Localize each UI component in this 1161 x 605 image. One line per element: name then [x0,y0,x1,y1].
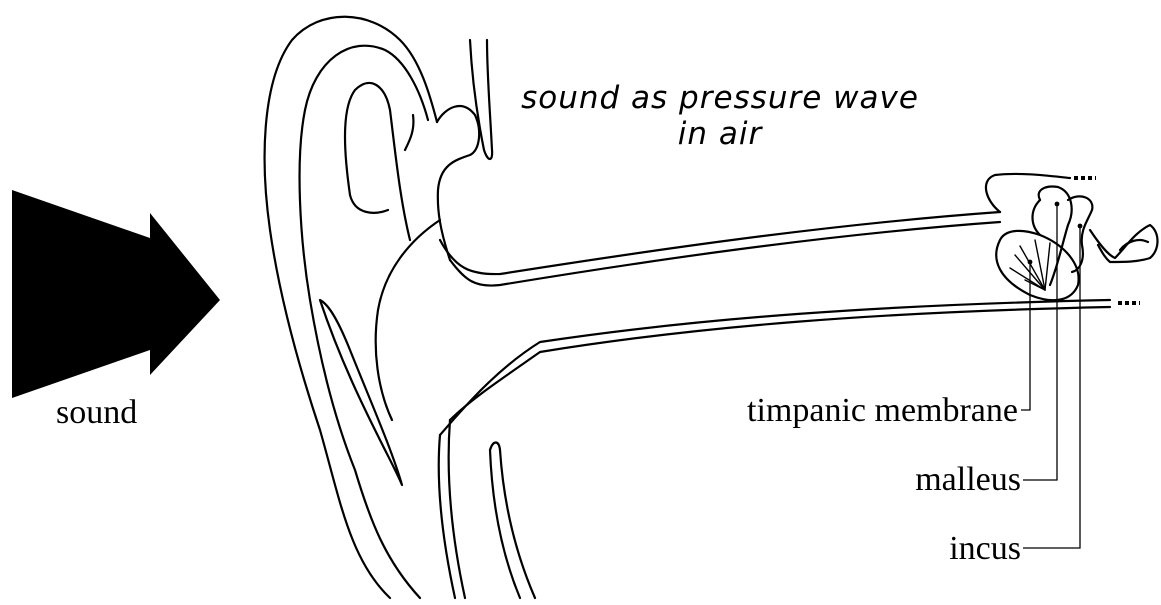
leader-lines [1021,204,1080,548]
caption-line-1: sound as pressure wave [520,80,920,116]
tympanic-membrane-label: timpanic membrane [747,394,1018,428]
diagram-caption: sound as pressure wave in air [520,80,920,152]
caption-line-2: in air [520,116,920,152]
tympanic-membrane [996,231,1078,300]
middle-ear [986,174,1158,300]
tragus [437,40,492,260]
stapes [1090,225,1158,262]
sound-label: sound [56,396,137,430]
incus-label: incus [949,532,1021,566]
malleus [1033,187,1072,285]
malleus-label: malleus [915,463,1021,497]
sound-arrow-icon [12,190,220,398]
pinna [265,17,535,598]
